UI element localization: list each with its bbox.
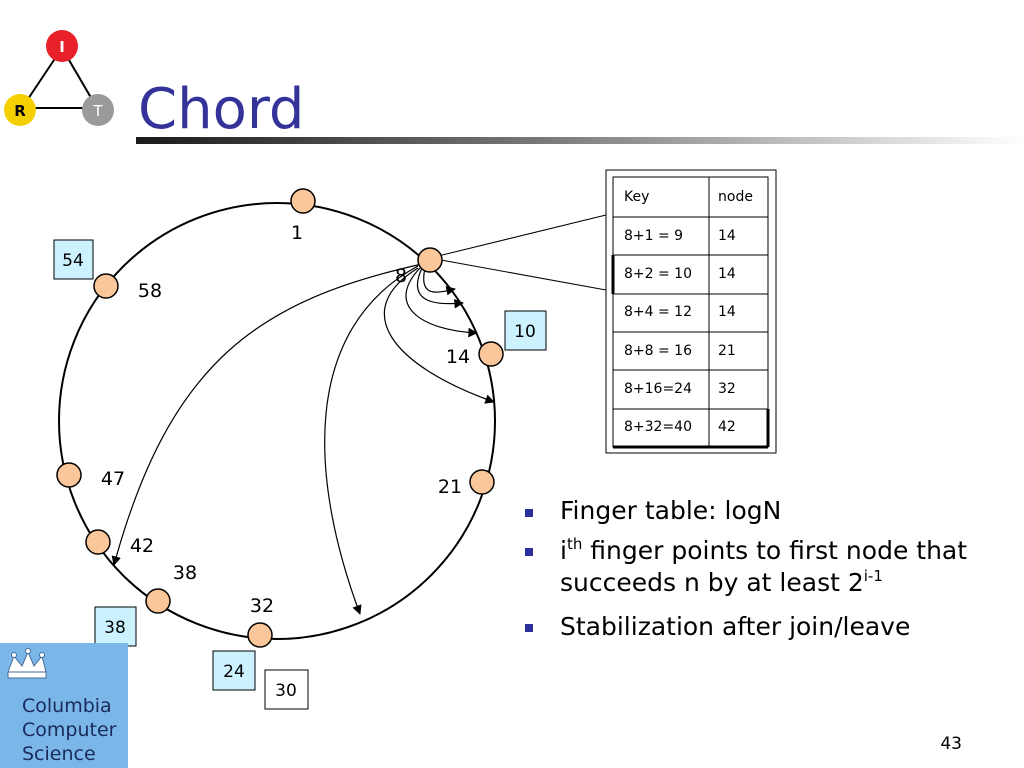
ring-nodes: 1 8 14 21 32 38 42 47 (56, 188, 504, 648)
svg-text:58: 58 (138, 280, 162, 302)
table-cell: 42 (718, 419, 736, 435)
bullet-marker (525, 509, 533, 517)
table-leader-top (429, 214, 607, 259)
key-box-24: 24 (212, 650, 256, 691)
finger-arrow-9 (423, 267, 456, 296)
ring-node-32: 32 (247, 595, 274, 648)
chord-ring (58, 202, 496, 640)
svg-text:47: 47 (101, 468, 125, 490)
svg-text:10: 10 (514, 322, 536, 342)
svg-text:Computer: Computer (22, 719, 117, 741)
finger-arrow-40 (111, 263, 423, 566)
key-box-10: 10 (504, 310, 547, 351)
bullet-marker (525, 548, 533, 556)
ring-node-1: 1 (290, 188, 316, 244)
logo-circle-r: R (4, 94, 36, 126)
svg-text:38: 38 (104, 618, 126, 638)
bullet-2: ith finger points to first node that (560, 535, 967, 565)
svg-text:8: 8 (395, 265, 407, 287)
table-cell: 14 (718, 266, 736, 282)
table-cell: 8+4 = 12 (624, 304, 692, 320)
bullet-2-continued: succeeds n by at least 2i-1 (560, 567, 883, 597)
table-cell: 14 (718, 228, 736, 244)
svg-text:30: 30 (275, 681, 297, 701)
svg-text:Science: Science (22, 743, 96, 765)
table-cell: 21 (718, 343, 736, 359)
table-cell: 8+16=24 (624, 381, 692, 397)
irt-logo: I R T (4, 30, 114, 126)
ring-node-47: 47 (56, 462, 125, 490)
finger-arrow-12 (405, 267, 478, 338)
svg-text:42: 42 (130, 535, 154, 557)
svg-text:R: R (14, 102, 26, 120)
columbia-logo: Columbia Computer Science (0, 643, 128, 768)
logo-circle-t: T (82, 94, 114, 126)
crown-icon (7, 648, 47, 679)
title-underline-bar (136, 137, 1024, 144)
finger-table: Key node 8+1 = 9 14 8+2 = 10 14 8+4 = 12… (605, 169, 777, 454)
finger-arrow-10 (416, 267, 464, 309)
page-number: 43 (940, 734, 962, 754)
table-cell: 8+1 = 9 (624, 228, 683, 244)
finger-arrow-24 (324, 265, 419, 615)
finger-arrows (111, 263, 495, 615)
key-box-54: 54 (53, 239, 94, 280)
bullet-list: Finger table: logN ith finger points to … (525, 496, 967, 641)
table-leader-bottom (429, 257, 607, 291)
bullet-marker (525, 624, 533, 632)
ring-node-38: 38 (145, 562, 197, 614)
ring-node-42: 42 (85, 529, 154, 557)
svg-text:24: 24 (223, 662, 245, 682)
ring-node-21: 21 (438, 469, 495, 498)
table-cell: 32 (718, 381, 736, 397)
ring-node-58: 58 (93, 273, 162, 302)
table-cell: 8+8 = 16 (624, 343, 692, 359)
svg-text:1: 1 (291, 222, 303, 244)
table-cell: 14 (718, 304, 736, 320)
ring-node-14: 14 (446, 341, 504, 368)
svg-text:I: I (59, 38, 65, 56)
table-cell: 8+32=40 (624, 419, 692, 435)
bullet-3: Stabilization after join/leave (560, 612, 910, 641)
svg-text:Columbia: Columbia (22, 695, 112, 717)
svg-text:38: 38 (173, 562, 197, 584)
logo-circle-i: I (46, 30, 78, 62)
svg-text:14: 14 (446, 346, 470, 368)
key-box-38: 38 (94, 606, 137, 647)
finger-arrow-16 (383, 267, 495, 404)
svg-text:T: T (92, 102, 103, 120)
ring-node-8: 8 (395, 247, 443, 287)
key-box-30: 30 (264, 669, 309, 710)
svg-text:21: 21 (438, 476, 462, 498)
bullet-1: Finger table: logN (560, 496, 781, 525)
table-cell: 8+2 = 10 (624, 266, 692, 282)
svg-text:54: 54 (62, 251, 84, 271)
table-header-node: node (718, 189, 753, 205)
svg-text:32: 32 (250, 595, 274, 617)
table-header-key: Key (624, 189, 649, 205)
slide-title: Chord (138, 77, 304, 142)
